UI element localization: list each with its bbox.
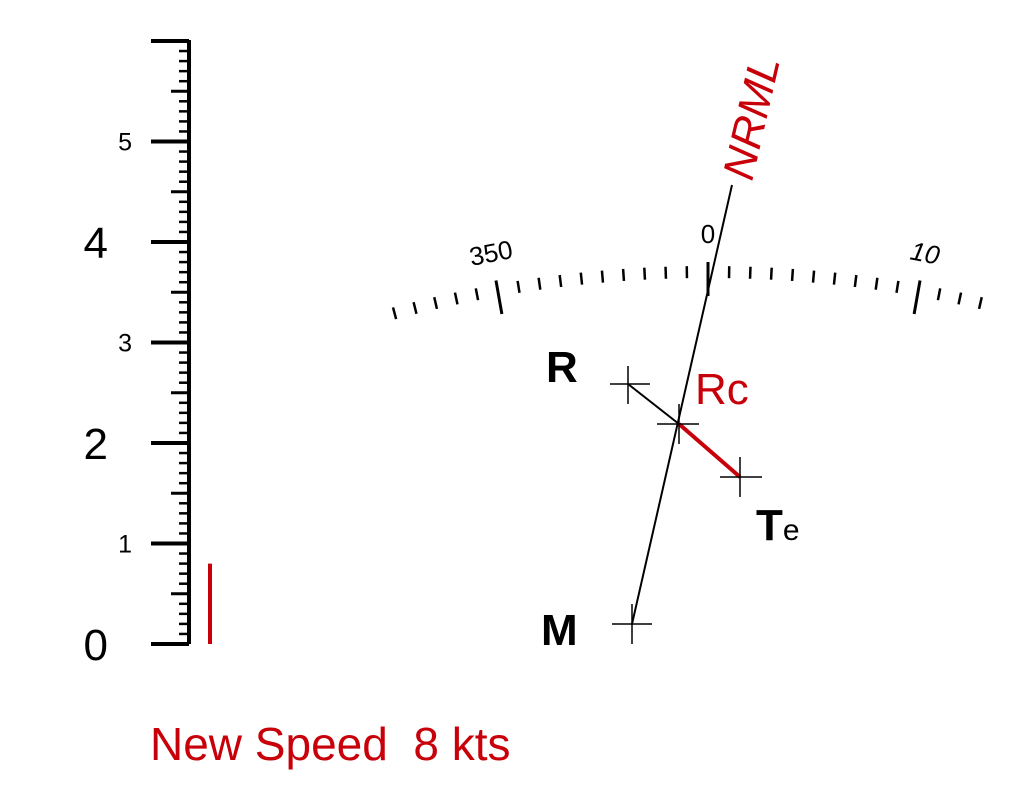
compass-tick xyxy=(433,296,439,310)
compass-tick xyxy=(811,270,816,283)
compass-tick xyxy=(474,288,480,301)
r-to-rc-line xyxy=(627,383,680,425)
compass-tick xyxy=(957,292,963,305)
compass-tick xyxy=(874,277,879,290)
compass-tick xyxy=(936,288,942,301)
point-rc-cross xyxy=(657,404,699,444)
point-rc-label: Rc xyxy=(695,365,749,414)
point-r-cross xyxy=(610,366,650,404)
nrml-line xyxy=(631,184,733,625)
compass-tick xyxy=(600,270,605,283)
compass-ticks xyxy=(391,262,983,320)
compass-arc: 350 0 10 xyxy=(391,219,983,320)
compass-label: 0 xyxy=(701,219,715,249)
compass-tick xyxy=(412,301,418,315)
rc-to-te-line xyxy=(677,422,742,479)
compass-tick xyxy=(558,274,563,288)
compass-labels: 350 0 10 xyxy=(467,219,943,272)
point-te-subscript: e xyxy=(783,514,800,547)
scale-label: 0 xyxy=(84,621,108,670)
point-te-cross xyxy=(720,457,762,497)
compass-tick xyxy=(769,267,773,280)
compass-tick xyxy=(853,274,858,288)
compass-tick xyxy=(643,267,647,280)
point-te-main: T xyxy=(756,501,783,550)
nrml-label: NRML xyxy=(714,52,790,185)
point-r-label: R xyxy=(546,343,578,392)
scale-labels: 0 1 2 3 4 5 xyxy=(84,129,132,671)
compass-tick xyxy=(977,296,983,310)
compass-tick xyxy=(391,307,398,320)
compass-tick xyxy=(453,292,459,305)
compass-tick xyxy=(832,272,837,285)
compass-tick xyxy=(516,280,521,294)
scale-label: 5 xyxy=(118,129,132,157)
footer-caption: New Speed 8 kts xyxy=(150,718,511,770)
scale-label: 4 xyxy=(84,219,108,268)
compass-tick xyxy=(790,268,795,282)
compass-label: 350 xyxy=(467,234,515,272)
compass-tick xyxy=(494,280,504,315)
compass-label: 10 xyxy=(908,236,943,271)
point-m-label: M xyxy=(541,606,578,655)
compass-tick xyxy=(537,277,542,290)
point-te-label: Te xyxy=(756,501,800,550)
compass-tick xyxy=(579,272,584,285)
compass-tick xyxy=(621,268,626,282)
speed-scale: 0 1 2 3 4 5 xyxy=(84,39,212,671)
scale-ticks xyxy=(151,39,189,646)
vector-lines xyxy=(627,184,742,625)
compass-tick xyxy=(912,280,922,315)
plotted-points xyxy=(610,366,762,644)
scale-label: 3 xyxy=(118,330,132,358)
scale-label: 2 xyxy=(84,420,108,469)
compass-tick xyxy=(895,280,900,294)
scale-label: 1 xyxy=(118,531,132,559)
point-m-cross xyxy=(612,604,652,644)
